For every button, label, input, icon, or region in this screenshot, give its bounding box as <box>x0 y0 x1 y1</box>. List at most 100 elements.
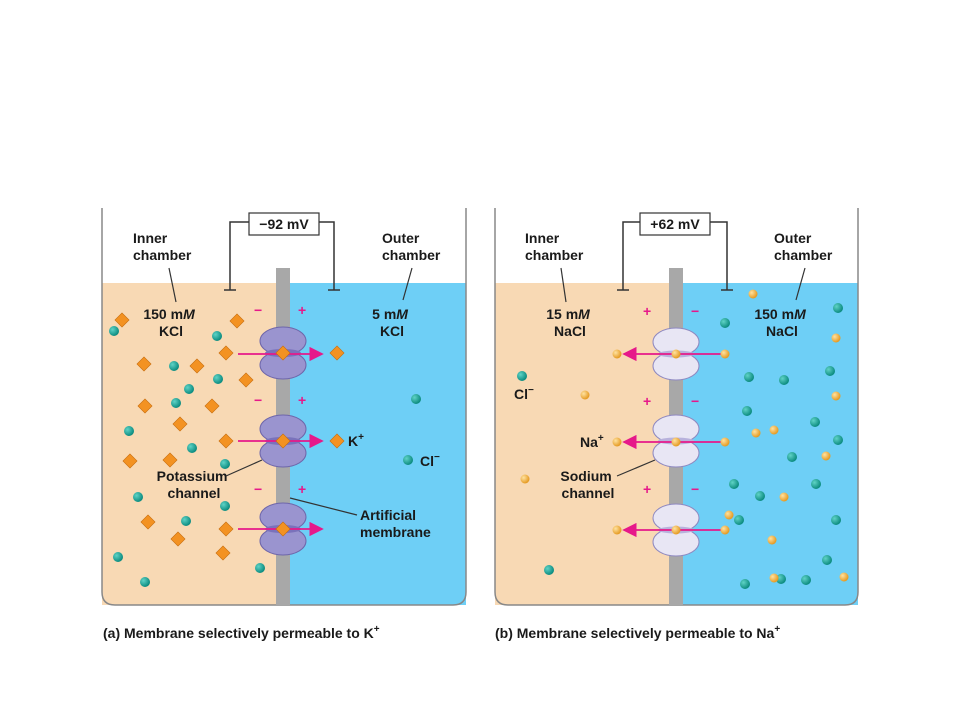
sodium-channels-b <box>652 327 700 557</box>
inner-chamber-label-b: Inner <box>525 230 560 246</box>
chloride-ion <box>184 384 194 394</box>
potassium-ion <box>136 356 152 372</box>
svg-text:−: − <box>691 393 699 409</box>
charge-signs-a: − + − + − + <box>254 302 306 497</box>
potassium-ion <box>218 433 234 449</box>
chloride-ion <box>113 552 123 562</box>
sodium-ion <box>580 390 590 400</box>
svg-text:Inner chamber: Inner chamber <box>133 230 192 263</box>
voltage-readout-b: +62 mV <box>650 216 700 232</box>
sodium-ion <box>751 428 761 438</box>
potassium-ion <box>189 358 205 374</box>
panel-b: +62 mV Inner chamber Outer chamber 15 mM… <box>494 208 859 641</box>
sodium-ion <box>612 525 622 535</box>
voltmeter-a: −92 mV <box>224 212 340 291</box>
panel-a: −92 mV Inner chamber Outer chamber 150 m… <box>101 208 467 641</box>
chloride-ion <box>403 455 413 465</box>
svg-text:−: − <box>691 481 699 497</box>
ion-label-a: K+ <box>348 432 364 449</box>
chloride-ion <box>744 372 754 382</box>
svg-text:+: + <box>298 302 306 318</box>
potassium-channel-label: Potassium channel <box>157 468 232 501</box>
chloride-ion <box>734 515 744 525</box>
potassium-ion <box>137 398 153 414</box>
sodium-ion <box>671 525 681 535</box>
chloride-ion <box>517 371 527 381</box>
potassium-ion <box>238 372 254 388</box>
chloride-ion <box>833 303 843 313</box>
outer-concentration-b: 150 mM NaCl <box>754 306 809 339</box>
chloride-ion <box>169 361 179 371</box>
chloride-ion <box>255 563 265 573</box>
sodium-ion <box>769 573 779 583</box>
outer-chamber-label-a: Outer <box>382 230 420 246</box>
ions-b <box>517 289 849 589</box>
sodium-ion <box>720 349 730 359</box>
charge-signs-b: + − + − + − <box>643 303 699 497</box>
potassium-ion <box>162 452 178 468</box>
outer-chamber-label-b: Outer <box>774 230 812 246</box>
chloride-ion <box>810 417 820 427</box>
svg-text:−: − <box>254 392 262 408</box>
sodium-ion <box>831 333 841 343</box>
chloride-ion <box>140 577 150 587</box>
caption-a: (a) Membrane selectively permeable to K+ <box>103 624 380 641</box>
anion-label-b: Cl− <box>514 385 534 402</box>
sodium-ion <box>839 572 849 582</box>
anion-label-a: Cl− <box>420 452 440 469</box>
outer-fluid-a <box>290 283 466 605</box>
sodium-ion <box>671 437 681 447</box>
chloride-ion <box>787 452 797 462</box>
sodium-channel-label: Sodium channel <box>560 468 615 501</box>
potassium-ion <box>122 453 138 469</box>
potassium-ion <box>172 416 188 432</box>
chloride-ion <box>822 555 832 565</box>
potassium-ion <box>215 545 231 561</box>
potassium-ion <box>114 312 130 328</box>
chloride-ion <box>411 394 421 404</box>
chloride-ion <box>213 374 223 384</box>
chloride-ion <box>755 491 765 501</box>
svg-text:+: + <box>298 392 306 408</box>
chloride-ion <box>124 426 134 436</box>
chloride-ion <box>811 479 821 489</box>
svg-text:−: − <box>254 302 262 318</box>
chloride-ion <box>720 318 730 328</box>
chloride-ion <box>171 398 181 408</box>
sodium-ion <box>779 492 789 502</box>
chloride-ion <box>831 515 841 525</box>
sodium-ion <box>520 474 530 484</box>
inner-chamber-label-a: Inner <box>133 230 168 246</box>
potassium-ion <box>275 345 291 361</box>
artificial-membrane-label: Artificial membrane <box>360 507 431 540</box>
chloride-ion <box>833 435 843 445</box>
sodium-ion <box>724 510 734 520</box>
svg-text:Outer chamber: Outer chamber <box>382 230 441 263</box>
chloride-ion <box>212 331 222 341</box>
outer-concentration-a: 5 mM KCl <box>372 306 412 339</box>
svg-text:+: + <box>643 481 651 497</box>
potassium-ion <box>204 398 220 414</box>
potassium-ion <box>140 514 156 530</box>
svg-text:+: + <box>298 481 306 497</box>
sodium-ion <box>612 437 622 447</box>
sodium-ion <box>612 349 622 359</box>
sodium-ion <box>767 535 777 545</box>
sodium-ion <box>821 451 831 461</box>
potassium-ion <box>329 345 345 361</box>
sodium-ion <box>769 425 779 435</box>
svg-text:+: + <box>643 393 651 409</box>
chloride-ion <box>220 459 230 469</box>
chloride-ion <box>742 406 752 416</box>
potassium-ion <box>329 433 345 449</box>
voltmeter-b: +62 mV <box>617 212 733 291</box>
chloride-ion <box>779 375 789 385</box>
ions-a <box>109 312 421 587</box>
voltage-readout-a: −92 mV <box>259 216 309 232</box>
chloride-ion <box>187 443 197 453</box>
chloride-ion <box>776 574 786 584</box>
potassium-ion <box>275 521 291 537</box>
potassium-ion <box>218 345 234 361</box>
chloride-ion <box>825 366 835 376</box>
svg-text:Outer chamber: Outer chamber <box>774 230 833 263</box>
